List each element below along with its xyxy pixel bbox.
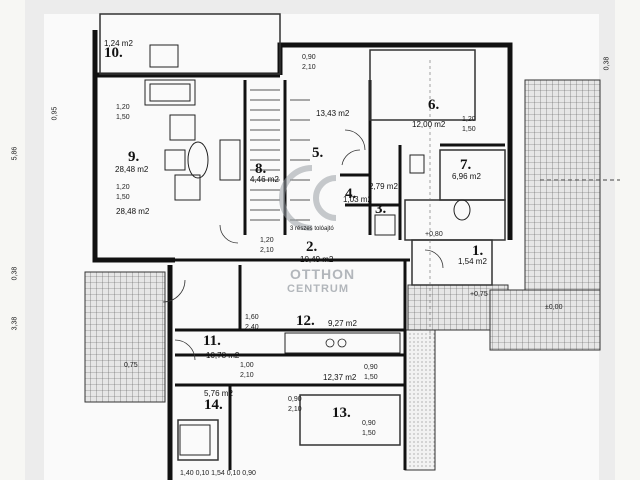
dim-label: 1,50 (116, 114, 130, 121)
dim-label: +0,75 (470, 291, 488, 298)
kitchen-counter (284, 332, 401, 354)
dim-label: 1,20 (462, 116, 476, 123)
dim-label: 0,90 (288, 396, 302, 403)
dim-label-vertical: 0,38 (603, 56, 611, 71)
dim-label: 2,10 (288, 406, 302, 413)
room-10-area: 1,24 m2 (104, 39, 133, 48)
dim-label-vertical: 0,38 (11, 266, 19, 281)
dim-label: 1,60 (245, 314, 259, 321)
railing-strip (404, 329, 436, 471)
terrace-west (84, 271, 166, 403)
room-1-number: 1. (472, 243, 484, 259)
room-2-number: 2. (306, 239, 318, 255)
room-11-area: 10,78 m2 (206, 351, 240, 360)
room-10-number: 10. (104, 45, 123, 61)
room-4-number: 4. (345, 186, 357, 202)
room-5-area: 13,43 m2 (316, 109, 350, 118)
dim-label: 2,10 (302, 64, 316, 71)
room-6-number: 6. (428, 97, 440, 113)
dim-label: 0,90 (302, 54, 316, 61)
room-3-number: 3. (375, 201, 387, 217)
dim-label-vertical: 3,38 (11, 316, 19, 331)
stair-note: 3 részes tolóajtó (290, 226, 334, 232)
room-14-number: 14. (204, 397, 223, 413)
dim-label: 1,50 (362, 430, 376, 437)
room-7-area: 6,96 m2 (452, 172, 481, 181)
dim-label: 1,50 (364, 374, 378, 381)
staircase (250, 89, 310, 221)
dim-label-vertical: 0,95 (51, 106, 59, 121)
balcony-se (489, 289, 601, 351)
room-4-area: 1,03 m2 (343, 195, 372, 204)
dim-label: 2,40 (245, 324, 259, 331)
terrace-east (524, 79, 601, 291)
watermark-line2: CENTRUM (287, 283, 349, 295)
dim-label-vertical: 5,86 (11, 146, 19, 161)
room-8-area: 4,46 m2 (250, 175, 279, 184)
room-14-area: 5,76 m2 (204, 389, 233, 398)
dim-label-bottom: 1,40 0,10 1,54 0,10 0,90 (180, 470, 256, 477)
dim-label: 1,00 (240, 362, 254, 369)
room-13-number: 13. (332, 405, 351, 421)
room-5-number: 5. (312, 145, 324, 161)
room-7-number: 7. (460, 157, 472, 173)
room-3-area: 2,79 m2 (369, 182, 398, 191)
dim-label: 2,10 (240, 372, 254, 379)
dim-label: +0,80 (425, 231, 443, 238)
room-12-number: 12. (296, 313, 315, 329)
room-9-area-2: 28,48 m2 (116, 207, 150, 216)
dim-label: 1,50 (116, 194, 130, 201)
room-9-number: 9. (128, 149, 140, 165)
watermark-logo (279, 165, 337, 231)
dim-label: 1,50 (462, 126, 476, 133)
dim-label: 1,20 (116, 104, 130, 111)
dim-label: ±0,00 (545, 304, 563, 311)
room-6-area: 12,00 m2 (412, 120, 446, 129)
watermark-line1: OTTHON (290, 266, 356, 282)
dim-label: 0,75 (124, 362, 138, 369)
dim-label: 0,90 (364, 364, 378, 371)
room-12-area: 9,27 m2 (328, 319, 357, 328)
dim-label: 1,20 (260, 237, 274, 244)
room-1-area: 1,54 m2 (458, 257, 487, 266)
dim-label: 0,90 (362, 420, 376, 427)
room-11-number: 11. (203, 333, 221, 349)
room-8-number: 8. (255, 161, 267, 177)
dim-label: 1,20 (116, 184, 130, 191)
room-9-area: 28,48 m2 (115, 165, 149, 174)
room-13-area: 12,37 m2 (323, 373, 357, 382)
dim-label: 2,10 (260, 247, 274, 254)
room-2-area: 10,49 m2 (300, 255, 334, 264)
